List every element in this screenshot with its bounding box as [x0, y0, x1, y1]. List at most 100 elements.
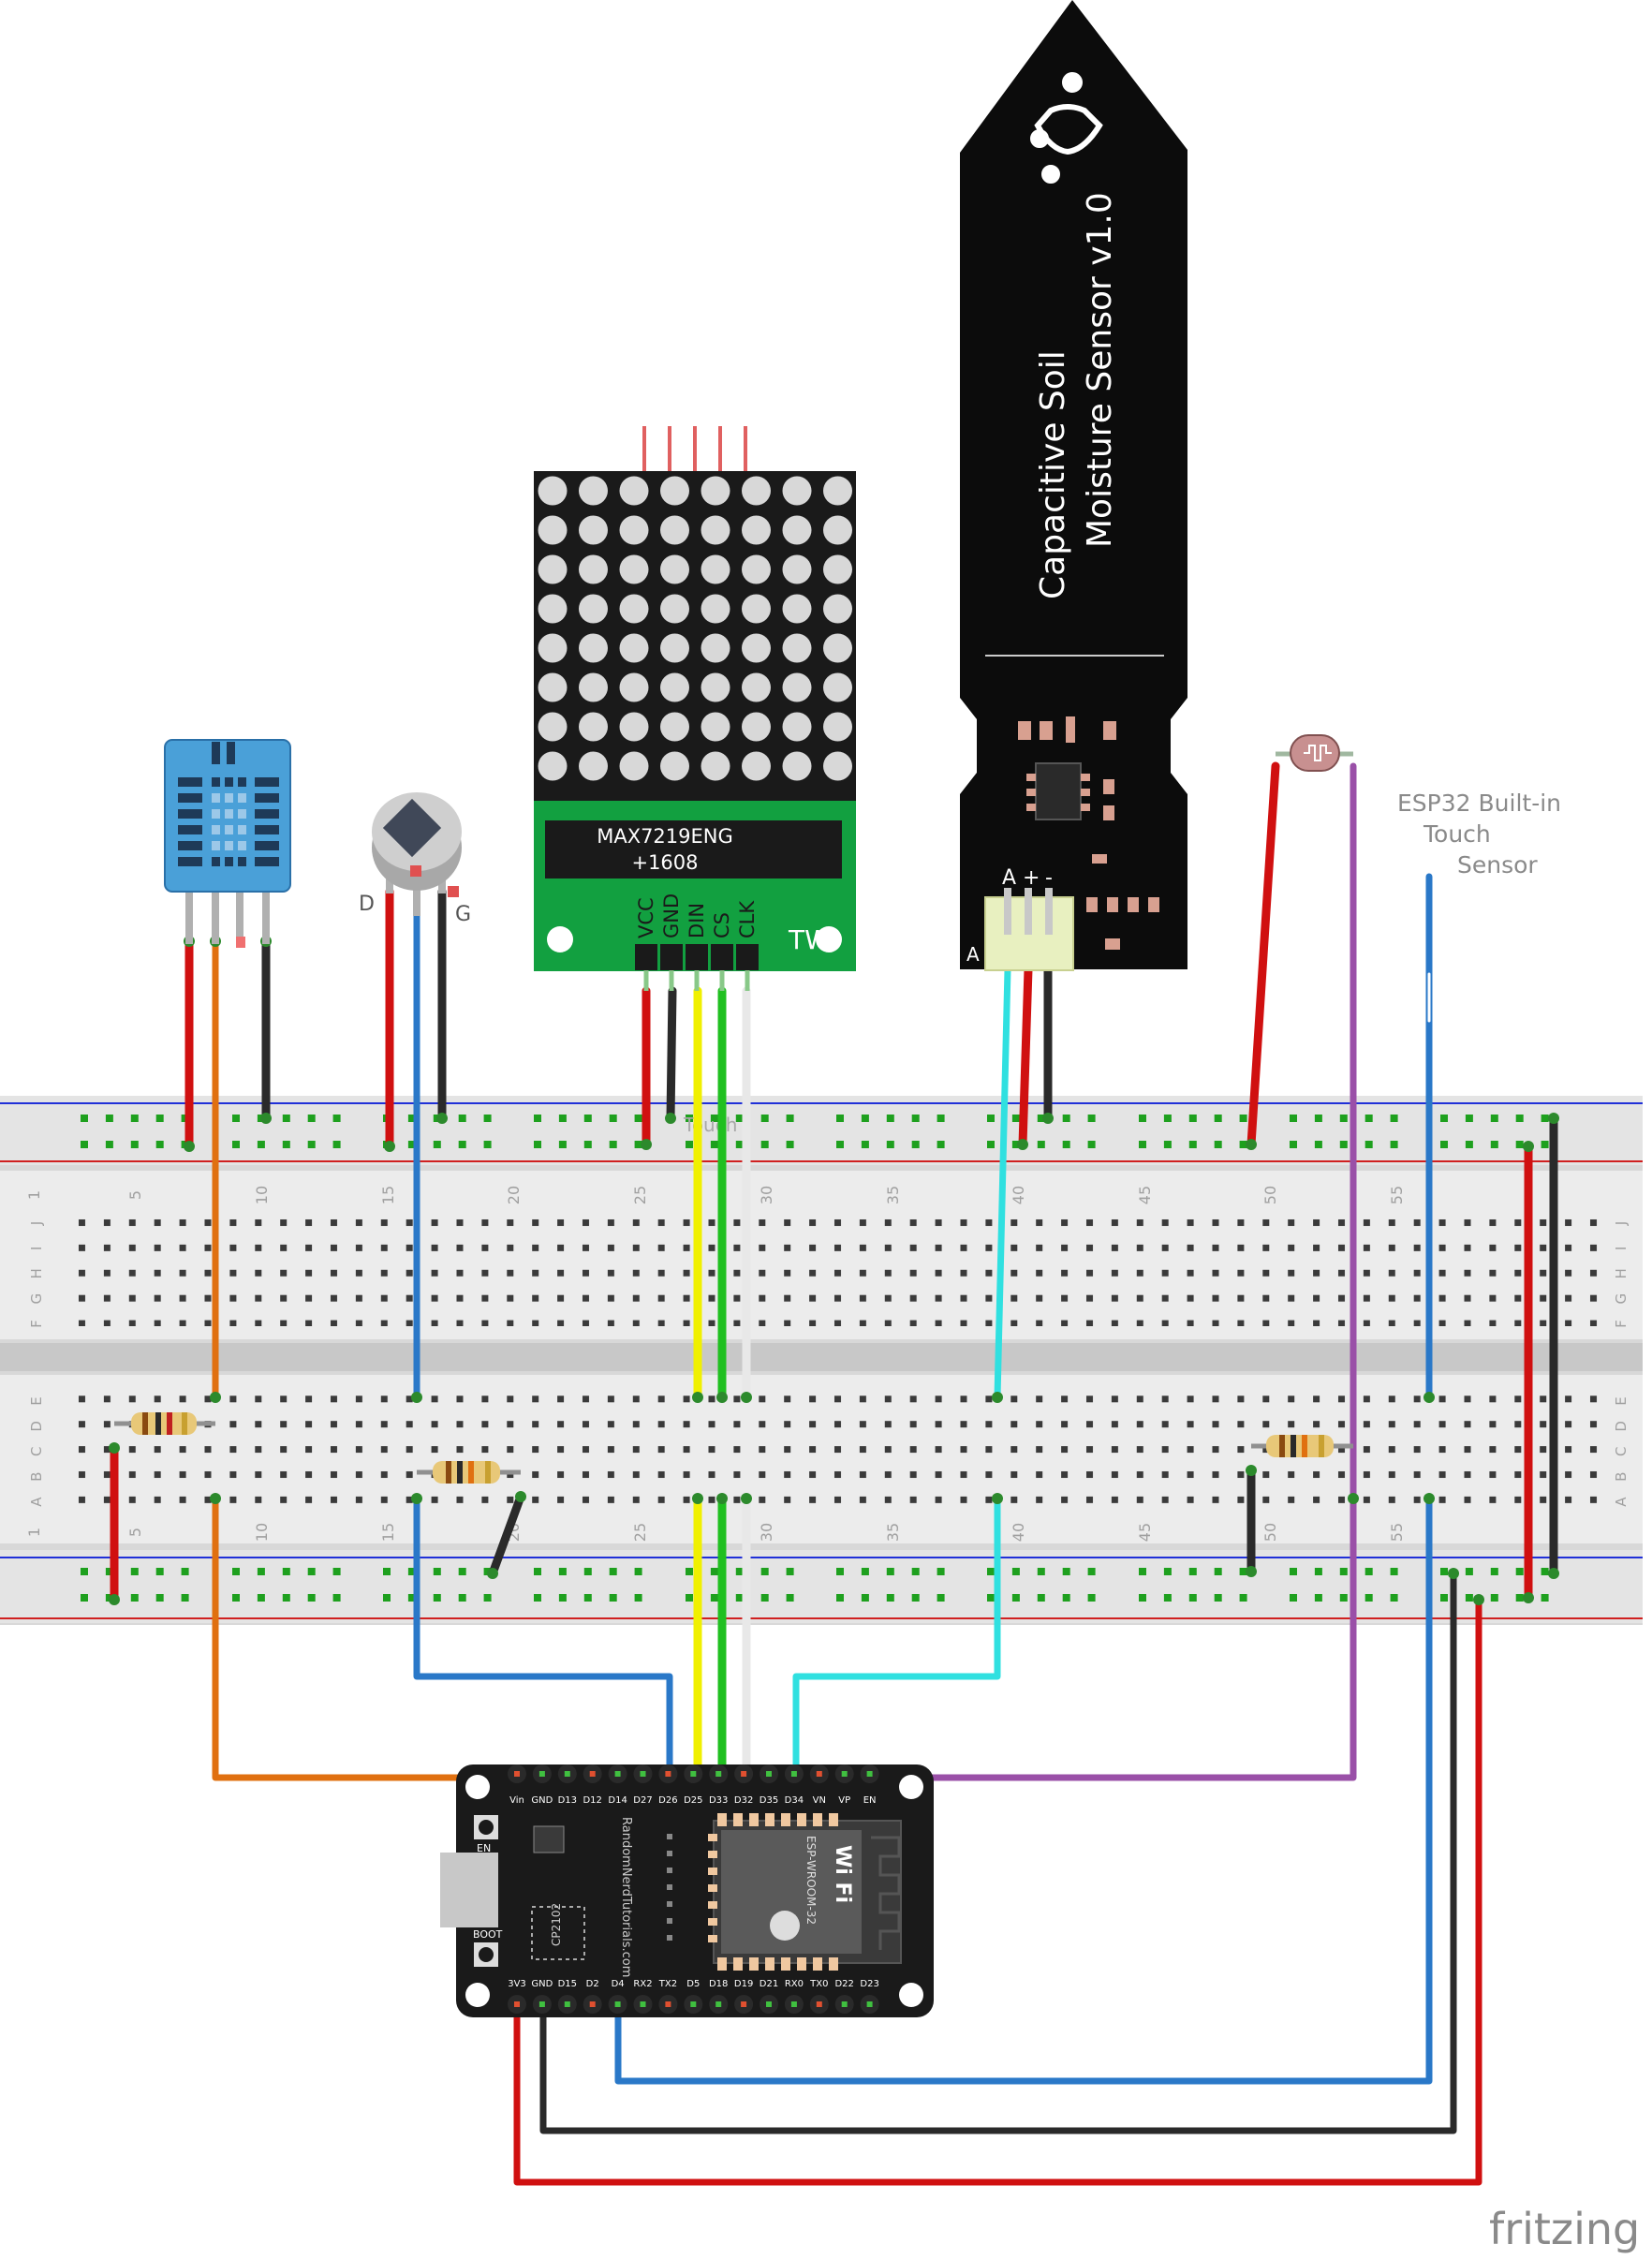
rail-hole [155, 1115, 164, 1122]
rail-hole [1465, 1568, 1473, 1575]
esp32-pin-label: D34 [785, 1795, 804, 1806]
esp32-vertical-text: RandomNerdTutorials.com [619, 1817, 633, 1977]
column-number: 35 [884, 1186, 902, 1204]
wire-esp-3v3 [513, 1596, 1482, 2186]
matrix-led [660, 712, 689, 742]
rail-hole [1515, 1594, 1524, 1602]
matrix-pin-label: CLK [736, 900, 759, 938]
rail-hole [583, 1568, 592, 1575]
matrix-led [701, 633, 730, 663]
rail-hole [1087, 1594, 1096, 1602]
column-number: 30 [758, 1523, 775, 1542]
rail-hole [710, 1594, 718, 1602]
wire-soil-signal [994, 966, 1011, 1401]
rail-hole [1490, 1141, 1498, 1148]
wire-endpoint [1042, 1113, 1054, 1124]
rail-hole [760, 1115, 769, 1122]
rail-hole [130, 1141, 139, 1148]
wire-endpoint [692, 1493, 703, 1504]
rail-hole [1490, 1568, 1498, 1575]
esp32-pin-label: D21 [760, 1979, 778, 1989]
wire-ldr-vcc [1246, 761, 1280, 1149]
row-letter: H [1613, 1268, 1630, 1278]
matrix-led [742, 515, 771, 545]
wire-endpoint [1423, 1392, 1435, 1403]
esp32-pin-label: D18 [709, 1979, 728, 1989]
esp32-pin-label: D26 [658, 1795, 677, 1806]
row-letter: H [28, 1268, 45, 1278]
matrix-led [538, 633, 568, 663]
rail-hole [81, 1594, 88, 1602]
esp32-antenna [871, 1836, 901, 1950]
rail-hole [1339, 1115, 1348, 1122]
matrix-led [538, 594, 568, 624]
wire-endpoint [1523, 1141, 1534, 1152]
rail-hole [735, 1141, 744, 1148]
rail-hole [1290, 1568, 1297, 1575]
rail-hole [1011, 1141, 1020, 1148]
wire-endpoint [210, 1392, 221, 1403]
wire-endpoint [487, 1568, 498, 1579]
rail-hole [1163, 1141, 1172, 1148]
esp32-pin-label: D19 [734, 1979, 753, 1989]
rail-hole [1314, 1115, 1322, 1122]
matrix-led [782, 633, 812, 663]
soil-pin-a: A [1002, 866, 1016, 890]
column-number: 5 [126, 1528, 144, 1537]
column-number: 20 [505, 1186, 523, 1204]
matrix-led [619, 594, 649, 624]
rail-hole [332, 1141, 341, 1148]
matrix-led [538, 554, 568, 584]
column-number: 55 [1388, 1523, 1406, 1542]
esp32-board: EN BOOT CP2102 RandomNerdTutorials.com E… [440, 1764, 934, 2017]
matrix-led [538, 712, 568, 742]
rail-hole [1440, 1141, 1448, 1148]
esp32-pin-label: D15 [558, 1979, 577, 1989]
rail-hole [558, 1594, 567, 1602]
rail-hole [609, 1141, 617, 1148]
column-number: 5 [126, 1190, 144, 1200]
rail-hole [937, 1568, 945, 1575]
matrix-led [538, 751, 568, 781]
rail-hole [181, 1568, 189, 1575]
matrix-pin-label: VCC [635, 897, 657, 938]
matrix-led [742, 476, 771, 506]
rail-hole [686, 1141, 693, 1148]
rail-hole [130, 1568, 139, 1575]
rail-hole [911, 1594, 920, 1602]
column-number: 45 [1136, 1523, 1154, 1542]
rail-hole [1239, 1594, 1247, 1602]
matrix-led [619, 515, 649, 545]
rail-hole [1390, 1115, 1398, 1122]
matrix-led-dots [538, 476, 852, 781]
rail-hole [307, 1594, 316, 1602]
wire-endpoint [515, 1491, 526, 1502]
wire-endpoint [1548, 1568, 1559, 1579]
rail-hole [987, 1594, 995, 1602]
matrix-led [660, 751, 689, 781]
rail-hole [1314, 1568, 1322, 1575]
rail-hole [1440, 1115, 1448, 1122]
matrix-led [619, 672, 649, 702]
matrix-led [742, 594, 771, 624]
column-number: 10 [253, 1523, 271, 1542]
rail-hole [407, 1141, 416, 1148]
wire-endpoint [1548, 1113, 1559, 1124]
rail-hole [1440, 1568, 1448, 1575]
rail-hole [1062, 1141, 1070, 1148]
matrix-led [742, 712, 771, 742]
rail-hole [155, 1594, 164, 1602]
rail-hole [710, 1115, 718, 1122]
rail-hole [534, 1568, 541, 1575]
rail-hole [1364, 1594, 1373, 1602]
row-letter: G [1613, 1293, 1630, 1305]
rail-hole [483, 1141, 492, 1148]
esp32-pin-label: TX0 [809, 1979, 828, 1989]
matrix-led [782, 476, 812, 506]
rail-hole [433, 1141, 441, 1148]
rail-hole [861, 1594, 869, 1602]
wire-endpoint [184, 1141, 195, 1152]
wire-ldr-signal [817, 762, 1357, 1781]
rail-hole [1364, 1568, 1373, 1575]
